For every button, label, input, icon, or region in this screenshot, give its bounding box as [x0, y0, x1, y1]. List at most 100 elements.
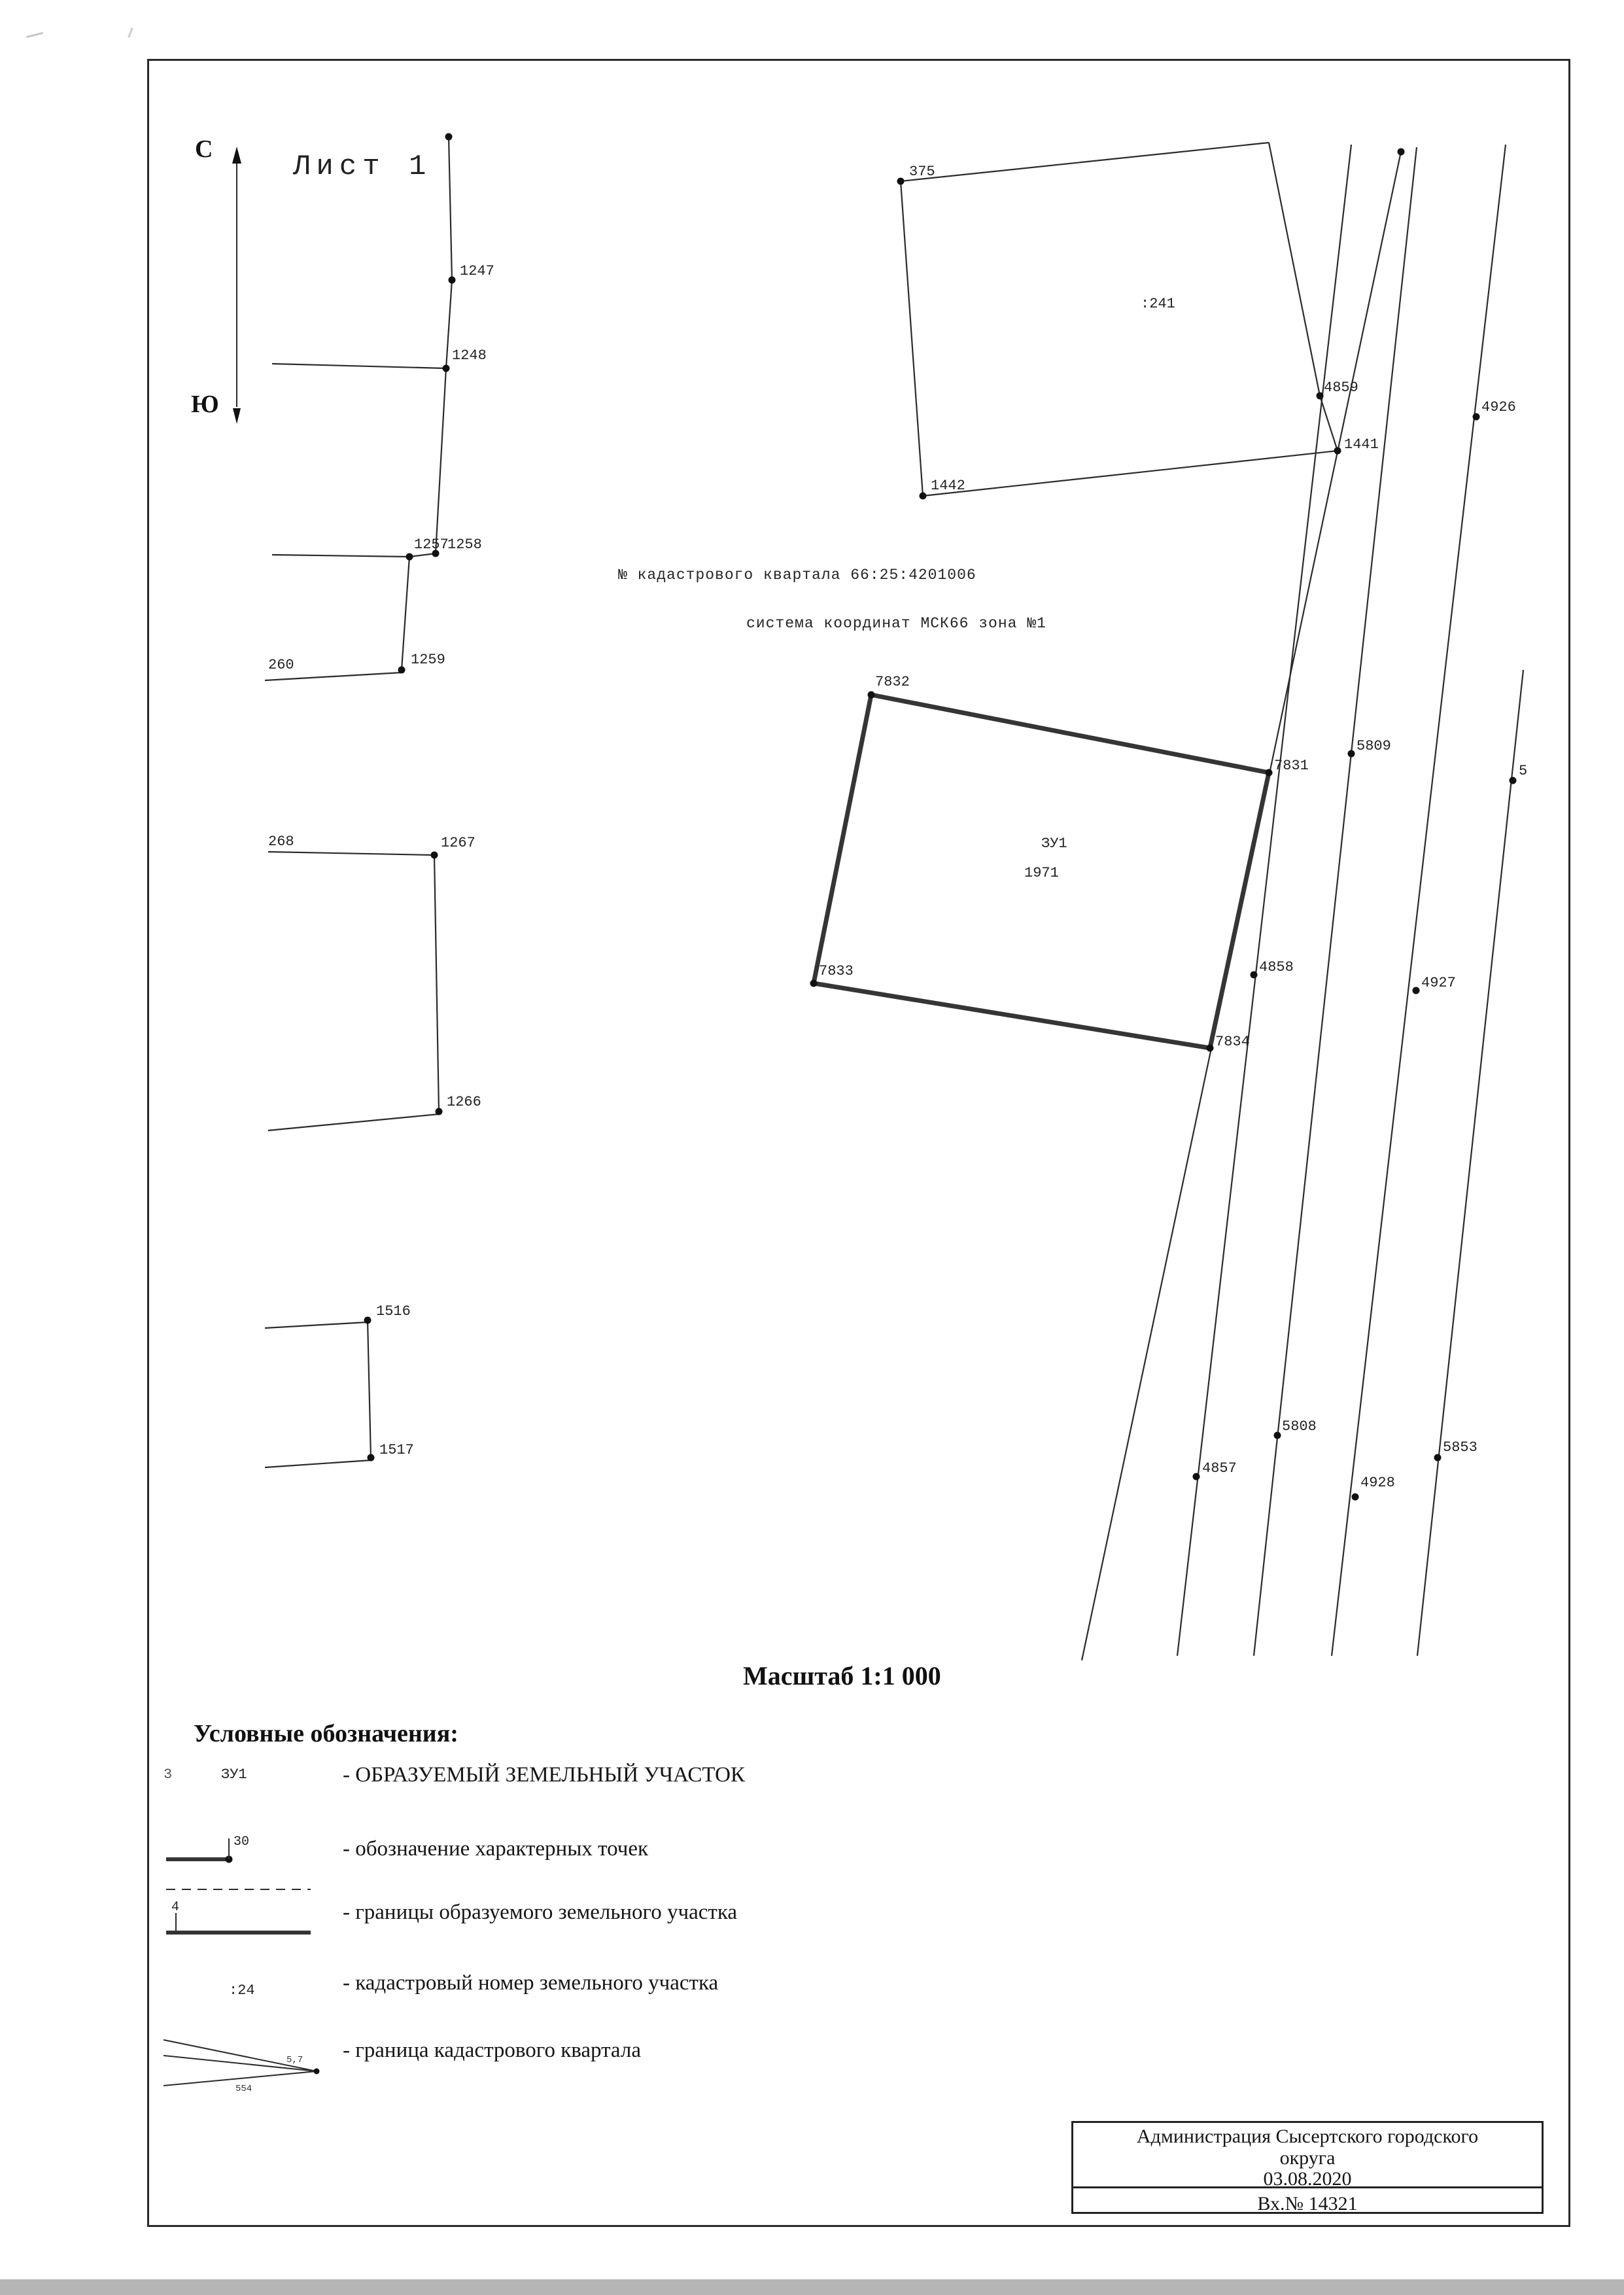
scanner-edge-shadow: [0, 2279, 1624, 2295]
boundary-line: [922, 449, 1338, 497]
point-label: 1257: [414, 536, 449, 553]
survey-point: [1347, 750, 1355, 758]
boundary-line: [264, 1321, 368, 1329]
point-label: 4927: [1421, 975, 1456, 991]
survey-point: [432, 550, 440, 557]
point-label: 7834: [1215, 1034, 1250, 1050]
survey-point: [1472, 413, 1480, 421]
survey-point: [1250, 971, 1258, 979]
boundary-line: [900, 141, 1270, 183]
survey-point: [1273, 1431, 1281, 1439]
boundary-line: [271, 362, 447, 370]
legend-sample-quarter-a: 5,7: [286, 2055, 303, 2065]
survey-point: [1509, 777, 1517, 784]
compass-south-label: Ю: [191, 391, 219, 418]
legend-sample-quarter-b: 554: [235, 2084, 252, 2094]
boundary-line: [409, 552, 436, 558]
point-label: 1267: [441, 835, 475, 851]
boundary-line: [447, 136, 453, 281]
point-label: 5808: [1282, 1418, 1317, 1435]
point-label: 5809: [1356, 738, 1391, 754]
boundary-line: [1253, 147, 1418, 1656]
point-label: 4858: [1259, 959, 1294, 975]
stamp-date: 03.08.2020: [1263, 2168, 1352, 2190]
boundary-line: [899, 181, 924, 497]
point-label: 1248: [452, 347, 487, 364]
legend-sample-boundary-icon: 4: [166, 1900, 311, 1935]
stamp-org-line2: округа: [1279, 2147, 1336, 2169]
boundary-line: [268, 1113, 440, 1132]
survey-point: [810, 979, 818, 987]
map-text: ЗУ1: [1041, 835, 1067, 852]
legend-item-char-points: - обозначение характерных точек: [343, 1837, 649, 1861]
point-label: 7833: [819, 963, 854, 979]
survey-point: [1412, 987, 1420, 994]
survey-point: [406, 553, 413, 561]
survey-point: [430, 851, 438, 859]
point-label: 1266: [447, 1094, 481, 1110]
survey-point: [1192, 1473, 1200, 1480]
survey-point: [367, 1454, 375, 1462]
coordinate-system-note: система координат МСК66 зона №1: [746, 615, 1046, 632]
point-label: 1516: [376, 1303, 411, 1320]
stamp-incoming-number: Вх.№ 14321: [1257, 2193, 1358, 2215]
point-label: 1247: [460, 263, 494, 279]
approval-stamp: Администрация Сысертского городского окр…: [1071, 2121, 1544, 2215]
point-label: 1258: [447, 536, 482, 553]
point-label: 5853: [1443, 1439, 1477, 1456]
map-text: 260: [268, 657, 294, 673]
legend-sample-cadastral-number: :24: [229, 1982, 255, 1999]
legend-item-parcel: - ОБРАЗУЕМЫЙ ЗЕМЕЛЬНЫЙ УЧАСТОК: [343, 1763, 745, 1787]
stamp-org-line1: Администрация Сысертского городского: [1136, 2126, 1479, 2147]
boundary-line: [434, 368, 447, 554]
compass-north-label: С: [195, 135, 213, 163]
survey-point: [445, 133, 453, 141]
survey-point: [1434, 1454, 1442, 1462]
legend-sample-quarter-boundary-icon: 5,7 554: [163, 2039, 320, 2094]
boundary-line: [1416, 669, 1525, 1656]
survey-point: [1206, 1044, 1214, 1052]
survey-point: [398, 666, 406, 674]
map-text: 1971: [1024, 865, 1059, 881]
compass-arrow-icon: [232, 147, 241, 424]
point-label: 7831: [1274, 758, 1309, 774]
boundary-line: [400, 556, 411, 671]
survey-point: [435, 1108, 443, 1115]
point-label: 4928: [1360, 1475, 1395, 1491]
legend-item-cadastral-number: - кадастровый номер земельного участка: [343, 1971, 719, 1995]
survey-point: [364, 1316, 371, 1324]
legend-title: Условные обозначения:: [194, 1720, 458, 1747]
sheet-title: Лист 1: [293, 150, 432, 183]
legend-sample-edge-digit: 3: [164, 1766, 173, 1783]
survey-point: [919, 492, 927, 500]
legend-sample-point-icon: 30: [166, 1834, 311, 1890]
boundary-line: [264, 1459, 371, 1469]
map-text: :241: [1141, 296, 1175, 312]
boundary-line: [268, 850, 435, 856]
legend-item-parcel-boundary: - границы образуемого земельного участка: [343, 1901, 738, 1924]
point-label: 1259: [411, 652, 445, 668]
map-text: 268: [268, 833, 294, 850]
point-label: 1441: [1344, 436, 1379, 453]
boundary-line: [366, 1320, 372, 1458]
survey-point: [1334, 447, 1341, 455]
legend-sample-boundary-number: 4: [171, 1900, 179, 1915]
survey-point: [448, 276, 456, 284]
survey-point: [442, 364, 450, 372]
legend-item-quarter-boundary: - граница кадастрового квартала: [343, 2039, 641, 2062]
legend-sample-point-number: 30: [233, 1834, 249, 1849]
boundary-line: [1268, 142, 1321, 396]
scale-label: Масштаб 1:1 000: [743, 1661, 941, 1691]
point-label: 4926: [1481, 399, 1516, 415]
point-label: 4857: [1202, 1460, 1237, 1477]
point-label: 4859: [1324, 379, 1358, 396]
point-label: 1442: [931, 478, 965, 494]
boundary-line: [264, 671, 402, 682]
cadastral-quarter-number: № кадастрового квартала 66:25:4201006: [618, 567, 976, 584]
point-label: 375: [909, 164, 935, 180]
survey-point: [1397, 148, 1405, 156]
point-label: 1517: [379, 1442, 414, 1458]
survey-point: [867, 691, 875, 699]
boundary-line: [271, 553, 410, 558]
